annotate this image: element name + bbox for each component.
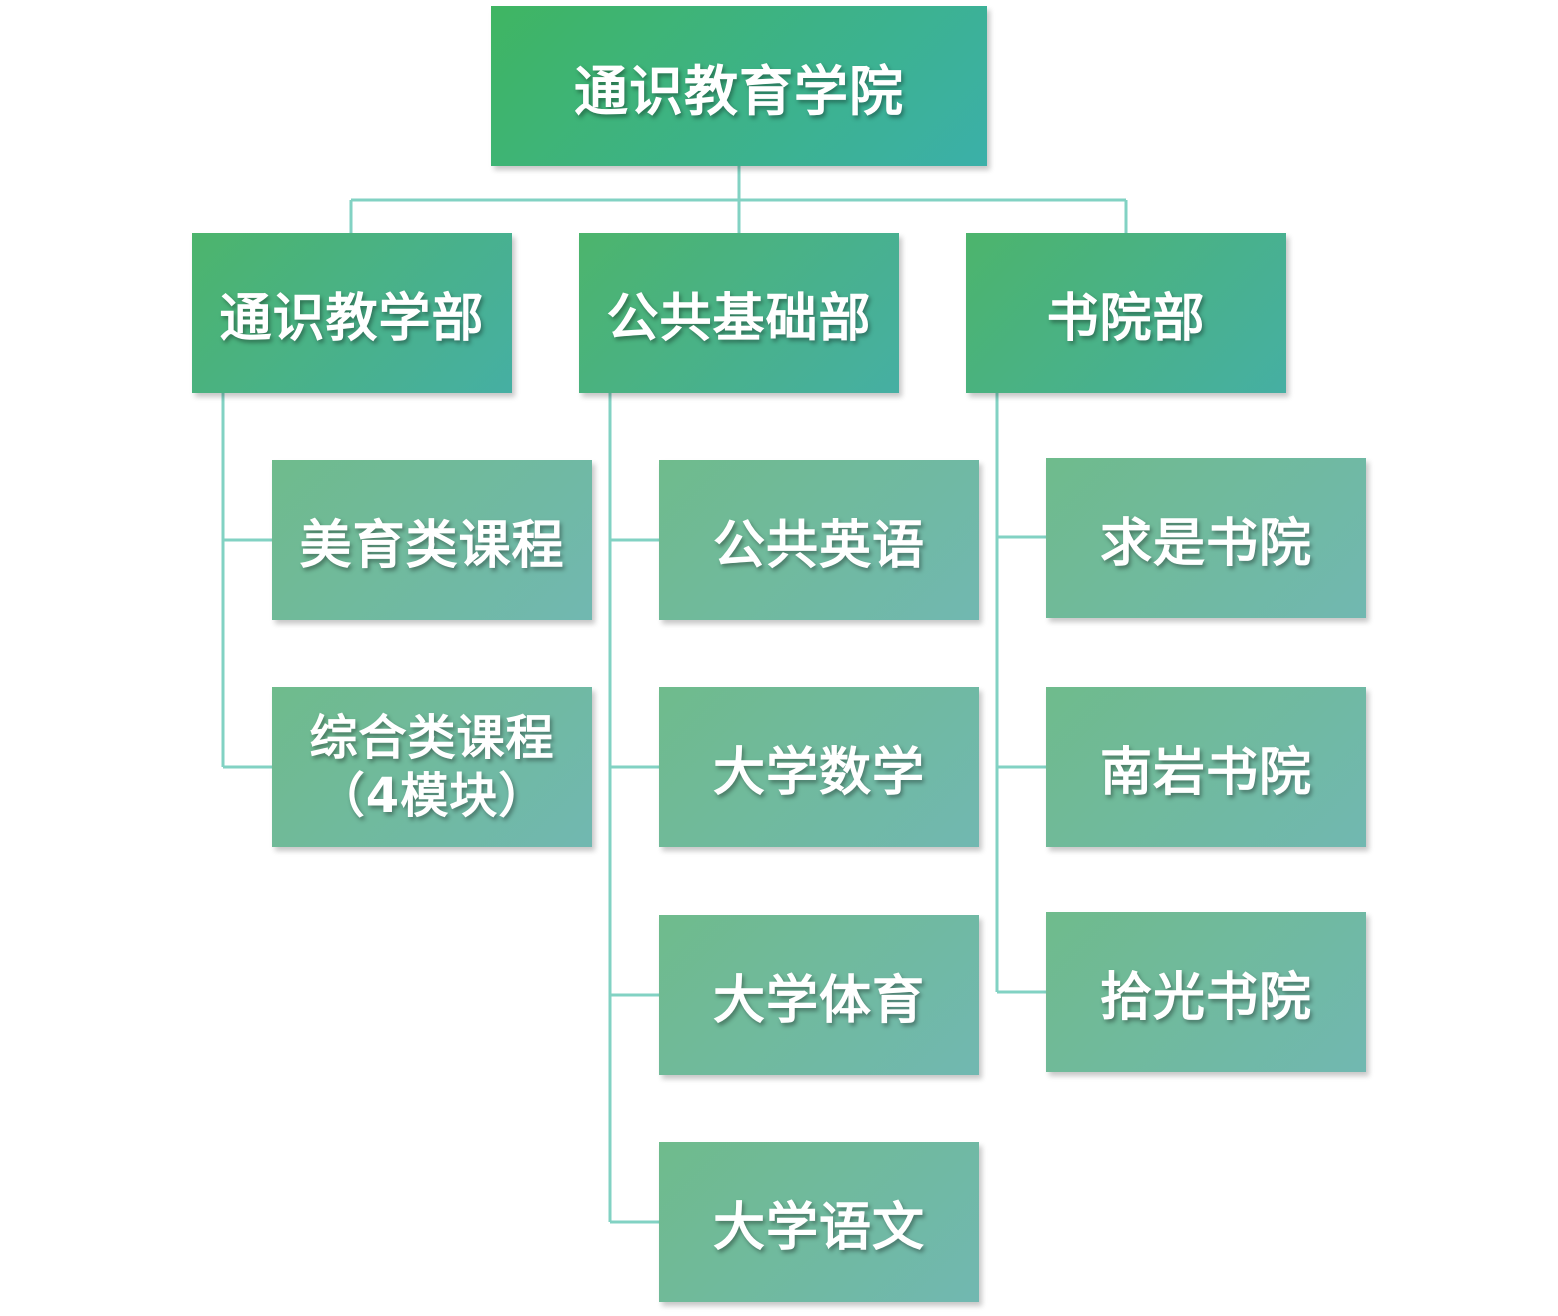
course-label: 大学语文 bbox=[712, 1197, 925, 1258]
course-label: 美育类课程 bbox=[299, 515, 565, 576]
course-label-line-1: 综合类课程 bbox=[309, 710, 555, 766]
root-label: 通识教育学院 bbox=[574, 59, 904, 123]
department-label: 公共基础部 bbox=[606, 288, 872, 349]
academy-node: 求是书院 bbox=[1046, 458, 1366, 618]
department-label: 通识教学部 bbox=[219, 288, 485, 349]
course-label-line-2: （4模块） bbox=[316, 768, 548, 824]
department-node: 公共基础部 bbox=[579, 233, 899, 393]
course-node: 综合类课程 （4模块） bbox=[272, 687, 592, 847]
academy-label: 求是书院 bbox=[1099, 513, 1312, 574]
academy-label: 南岩书院 bbox=[1099, 742, 1312, 803]
academy-label: 拾光书院 bbox=[1099, 967, 1312, 1028]
course-node: 大学数学 bbox=[659, 687, 979, 847]
department-label: 书院部 bbox=[1046, 288, 1206, 349]
course-node: 美育类课程 bbox=[272, 460, 592, 620]
academy-node: 拾光书院 bbox=[1046, 912, 1366, 1072]
course-node: 大学体育 bbox=[659, 915, 979, 1075]
department-node: 通识教学部 bbox=[192, 233, 512, 393]
course-node: 公共英语 bbox=[659, 460, 979, 620]
department-node: 书院部 bbox=[966, 233, 1286, 393]
root-node: 通识教育学院 bbox=[491, 6, 987, 166]
course-label: 公共英语 bbox=[712, 515, 925, 576]
academy-node: 南岩书院 bbox=[1046, 687, 1366, 847]
course-node: 大学语文 bbox=[659, 1142, 979, 1302]
course-label: 大学数学 bbox=[712, 742, 925, 803]
course-label: 大学体育 bbox=[712, 970, 925, 1031]
